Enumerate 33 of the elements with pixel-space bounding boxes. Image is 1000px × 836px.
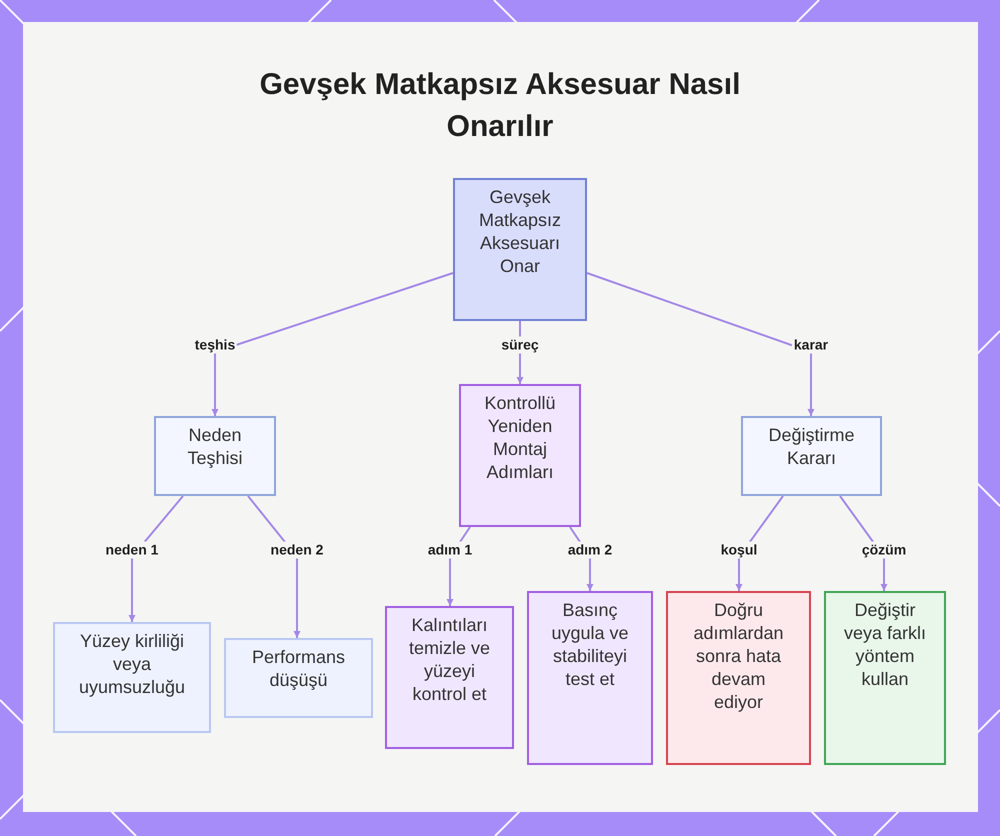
edge-label: neden 2 — [268, 542, 326, 558]
node-label: Gevşek Matkapsız Aksesuarı Onar — [478, 186, 562, 278]
node-label: Performans düşüşü — [250, 646, 346, 692]
process-box — [666, 591, 811, 765]
process-box — [53, 622, 211, 733]
node-label: Yüzey kirliliği veya uyumsuzluğu — [78, 630, 186, 699]
node-label: Değiştirme Kararı — [767, 424, 856, 470]
node-label: Değiştir veya farklı yöntem kullan — [842, 599, 928, 691]
edge-label: süreç — [499, 336, 541, 354]
edge-label: koşul — [718, 542, 760, 558]
edge-label: neden 1 — [104, 542, 160, 558]
node-label: Basınç uygula ve stabiliteyi test et — [550, 599, 630, 691]
process-box — [224, 638, 373, 718]
edge-label: adım 2 — [566, 542, 614, 558]
diagram-title: Gevşek Matkapsız Aksesuar Nasıl Onarılır — [258, 67, 742, 145]
connector-arrow — [247, 495, 300, 638]
process-box — [824, 591, 946, 765]
edge-label: karar — [792, 336, 830, 354]
connector-arrow — [212, 272, 454, 416]
process-box — [459, 384, 581, 527]
node-label: Doğru adımlardan sonra hata devam ediyor — [692, 599, 785, 714]
connector-arrow — [586, 272, 814, 416]
edge-label: teşhis — [192, 336, 238, 354]
process-box — [385, 606, 514, 749]
node-label: Kontrollü Yeniden Montaj Adımları — [483, 392, 557, 484]
node-label: Neden Teşhisi — [186, 424, 244, 470]
process-box — [527, 591, 653, 765]
edge-label: adım 1 — [426, 542, 474, 558]
node-label: Kalıntıları temizle ve yüzeyi kontrol et — [408, 614, 492, 706]
process-box — [453, 178, 587, 321]
process-box — [154, 416, 276, 496]
edge-label: çözüm — [860, 542, 908, 558]
process-box — [741, 416, 882, 496]
